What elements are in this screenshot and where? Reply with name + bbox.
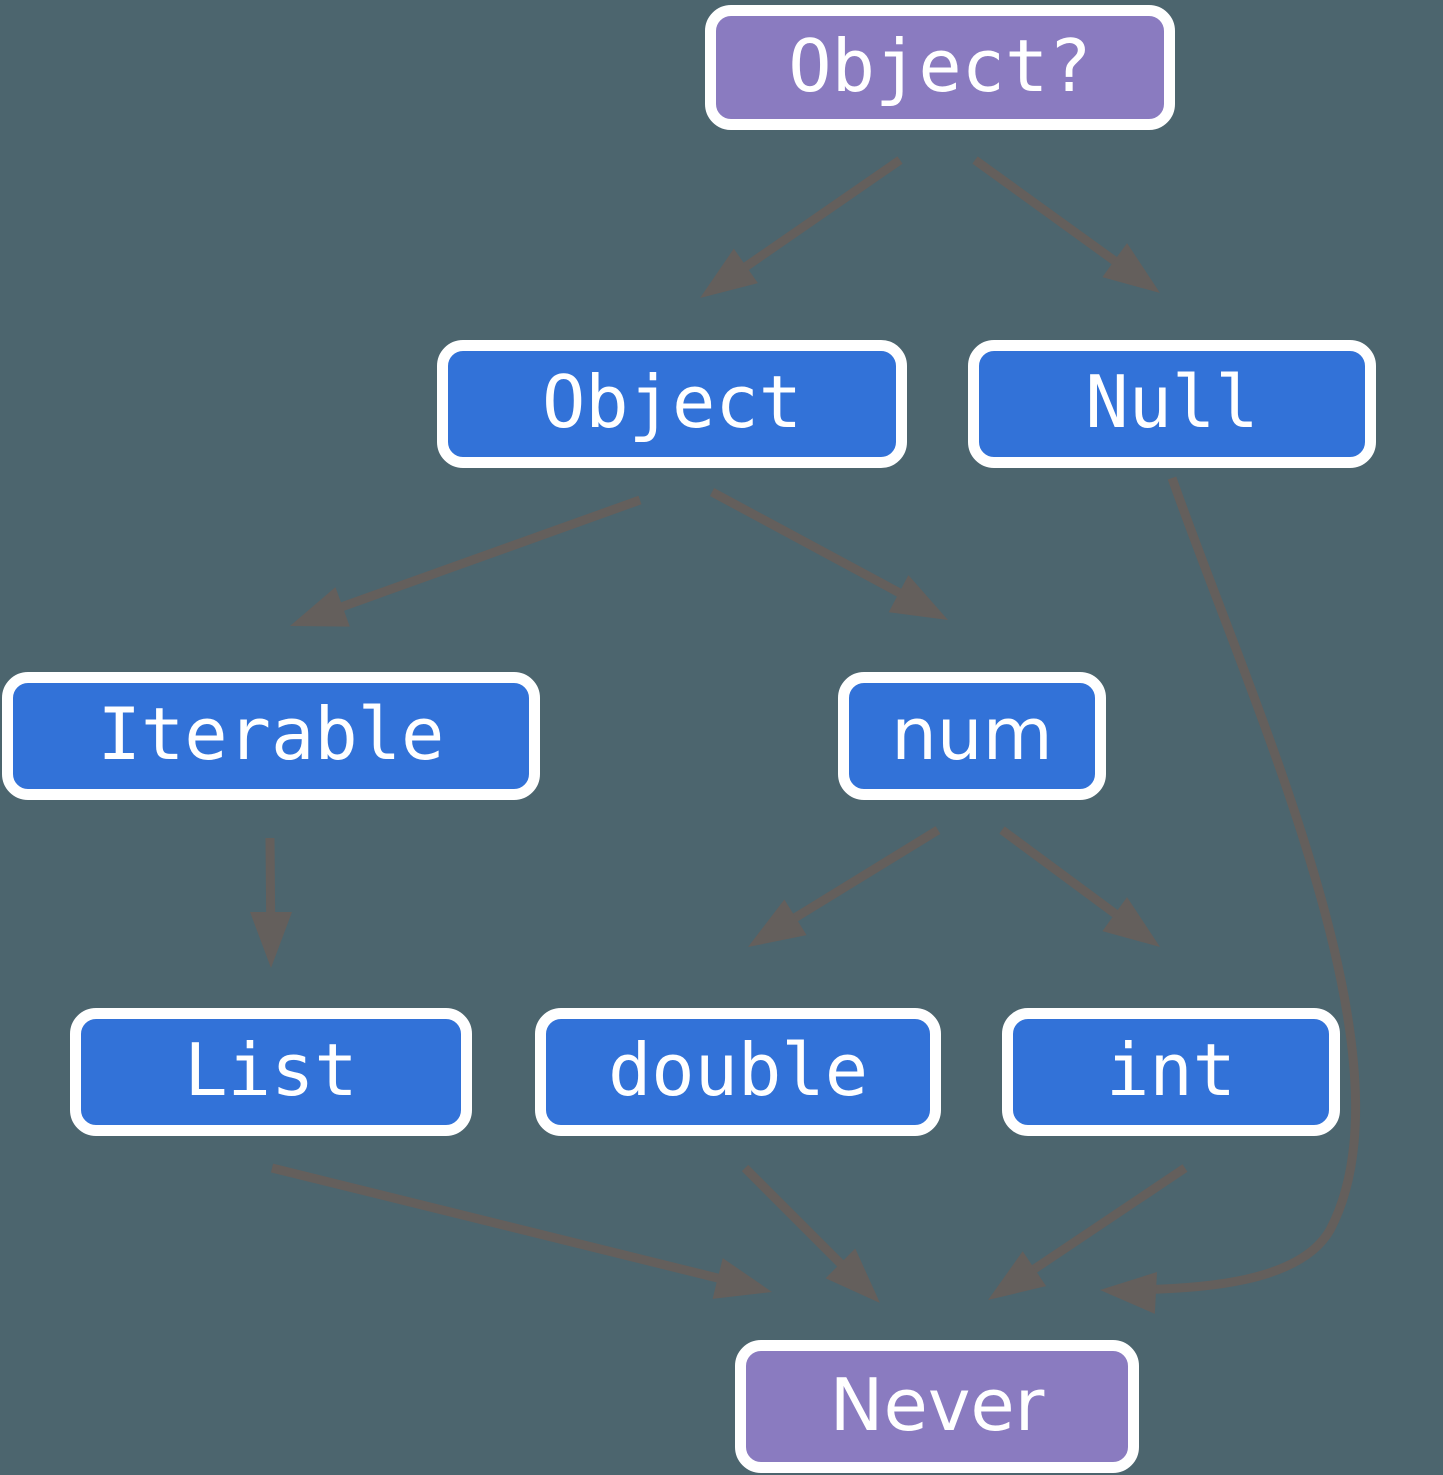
- node-label: int: [1105, 1028, 1237, 1112]
- node-null[interactable]: Null: [968, 340, 1376, 468]
- edge-object_nullable-null: [972, 156, 1160, 293]
- node-label: double: [607, 1028, 869, 1112]
- node-double[interactable]: double: [535, 1008, 941, 1136]
- arrowhead-icon: [700, 248, 758, 298]
- edge-null-never: [1100, 476, 1361, 1314]
- arrowhead-icon: [888, 575, 948, 620]
- node-never[interactable]: Never: [735, 1340, 1139, 1473]
- arrowhead-icon: [825, 1248, 880, 1303]
- node-label: Object: [541, 360, 803, 444]
- node-label: Never: [829, 1362, 1045, 1447]
- node-num[interactable]: num: [838, 672, 1106, 800]
- edge-object_nullable-object: [700, 156, 903, 298]
- node-label: List: [184, 1028, 358, 1112]
- edge-list-never: [270, 1163, 772, 1299]
- node-object_nullable[interactable]: Object?: [705, 5, 1175, 130]
- edge-num-int: [999, 826, 1160, 947]
- edge-line: [709, 488, 938, 616]
- edge-object-num: [709, 488, 948, 620]
- edge-iterable-list: [250, 837, 292, 968]
- edge-line: [270, 1163, 760, 1293]
- arrowhead-icon: [290, 587, 350, 627]
- edge-line: [1114, 476, 1361, 1295]
- arrowhead-icon: [1102, 897, 1160, 947]
- node-object[interactable]: Object: [437, 340, 907, 468]
- edge-int-never: [988, 1164, 1188, 1300]
- arrowhead-icon: [250, 912, 292, 968]
- node-list[interactable]: List: [70, 1008, 472, 1136]
- edge-line: [303, 495, 642, 625]
- arrowhead-icon: [748, 899, 807, 947]
- arrowhead-icon: [712, 1258, 772, 1299]
- node-label: Object?: [788, 23, 1092, 108]
- node-iterable[interactable]: Iterable: [2, 672, 540, 800]
- arrowhead-icon: [1102, 243, 1160, 293]
- arrowhead-icon: [988, 1251, 1047, 1300]
- edge-num-double: [748, 826, 941, 947]
- edge-double-never: [741, 1164, 880, 1303]
- edge-object-iterable: [290, 495, 642, 627]
- node-int[interactable]: int: [1002, 1008, 1340, 1136]
- arrowhead-icon: [1100, 1271, 1158, 1314]
- node-label: Null: [1085, 360, 1259, 444]
- node-label: Iterable: [97, 692, 445, 776]
- node-label: num: [891, 692, 1053, 776]
